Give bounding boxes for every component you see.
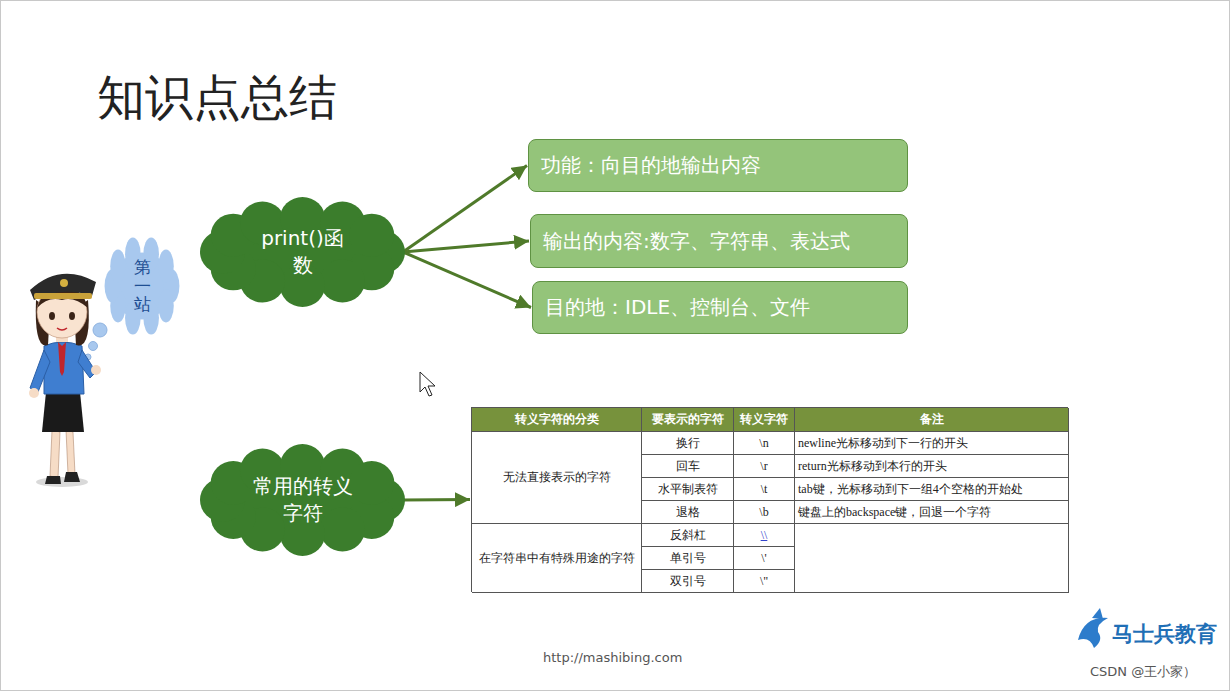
table-cell: 转义字符的分类 <box>472 408 642 432</box>
cloud-bump <box>320 259 365 302</box>
mouse-cursor <box>420 372 435 396</box>
cloud-shape <box>200 445 405 555</box>
table-cell: 转义字符 <box>734 408 795 432</box>
table-cell: \t <box>734 478 795 501</box>
table-cell: newline光标移动到下一行的开头 <box>795 432 1069 455</box>
cloud-bump <box>158 289 174 322</box>
table-cell: \\ <box>734 524 795 547</box>
table-cell: 退格 <box>642 501 734 524</box>
table-cell: 单引号 <box>642 547 734 570</box>
topic-cloud: print()函数 <box>200 198 405 306</box>
slide-title: 知识点总结 <box>97 66 337 130</box>
table-cell: \n <box>734 432 795 455</box>
process-box: 目的地：IDLE、控制台、文件 <box>532 281 908 334</box>
logo-icon <box>1092 608 1103 619</box>
table-cell: 要表示的字符 <box>642 408 734 432</box>
bubble-tail <box>89 342 98 351</box>
cloud-bump <box>110 250 126 283</box>
table-cell: 换行 <box>642 432 734 455</box>
bubble-tail <box>93 323 107 337</box>
conductor-girl <box>29 274 101 487</box>
bubble-text: 第一站 <box>134 258 151 314</box>
table-cell: 水平制表符 <box>642 478 734 501</box>
watermark: CSDN @王小家） <box>1090 663 1196 681</box>
box-text: 输出的内容:数字、字符串、表达式 <box>543 228 850 255</box>
logo-text: 马士兵教育 <box>1112 620 1217 648</box>
topic-cloud: 常用的转义字符 <box>200 445 405 555</box>
logo-icon <box>1078 618 1108 648</box>
arrow-connector <box>403 166 527 253</box>
table-cell: 反斜杠 <box>642 524 734 547</box>
arrow-connector <box>403 252 531 308</box>
process-box: 输出的内容:数字、字符串、表达式 <box>530 214 908 268</box>
table-cell: 在字符串中有特殊用途的字符 <box>472 524 642 593</box>
table-cell: 备注 <box>795 408 1069 432</box>
cloud-shape <box>200 198 405 306</box>
table-cell: \b <box>734 501 795 524</box>
arrow-connector <box>403 241 529 252</box>
table-cell: 双引号 <box>642 570 734 593</box>
cloud-bump <box>320 507 365 551</box>
table-cell: 回车 <box>642 455 734 478</box>
blank-cell <box>795 524 1069 593</box>
process-box: 功能：向目的地输出内容 <box>528 139 908 192</box>
thought-bubble: 第一站 <box>103 240 181 332</box>
table-cell: return光标移动到本行的开头 <box>795 455 1069 478</box>
table-cell: \" <box>734 570 795 593</box>
table-cell: \r <box>734 455 795 478</box>
table-cell: \' <box>734 547 795 570</box>
arrow-connector <box>403 498 470 502</box>
table-cell: tab键，光标移动到下一组4个空格的开始处 <box>795 478 1069 501</box>
box-text: 目的地：IDLE、控制台、文件 <box>545 294 810 321</box>
table-cell: 无法直接表示的字符 <box>472 432 642 524</box>
box-text: 功能：向目的地输出内容 <box>541 152 761 179</box>
cloud-bump <box>349 461 394 505</box>
footer-url: http://mashibing.com <box>543 650 682 665</box>
cloud-text: print()函数 <box>253 225 353 279</box>
cloud-bump <box>349 214 394 257</box>
table-cell: 键盘上的backspace键，回退一个字符 <box>795 501 1069 524</box>
cloud-bump <box>158 250 174 283</box>
escape-table: 转义字符的分类要表示的字符转义字符备注无法直接表示的字符换行\nnewline光… <box>471 407 1068 592</box>
cloud-text: 常用的转义字符 <box>253 473 353 527</box>
